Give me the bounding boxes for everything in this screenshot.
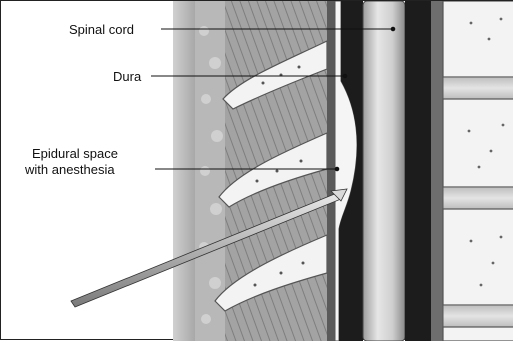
leader-dot-spinal-cord <box>391 27 395 31</box>
posterior-longitudinal-ligament <box>431 1 443 341</box>
vertebral-column <box>443 1 513 341</box>
label-epidural-line1: Epidural space <box>32 146 118 161</box>
vertebral-body <box>443 327 513 341</box>
spinal-cord <box>363 1 405 341</box>
intervertebral-disc <box>443 77 513 99</box>
label-spinal-cord: Spinal cord <box>69 22 134 37</box>
anterior-csf <box>405 1 431 341</box>
vertebral-body <box>443 1 513 77</box>
intervertebral-disc <box>443 305 513 327</box>
intervertebral-disc <box>443 187 513 209</box>
leader-dot-dura <box>343 74 347 78</box>
ligament-layer <box>327 1 335 341</box>
leader-dot-epidural <box>335 167 339 171</box>
label-dura: Dura <box>113 69 141 84</box>
vertebral-body <box>443 99 513 187</box>
label-epidural-line2: with anesthesia <box>25 162 115 177</box>
skin-layer <box>173 1 195 341</box>
vertebral-body <box>443 209 513 305</box>
